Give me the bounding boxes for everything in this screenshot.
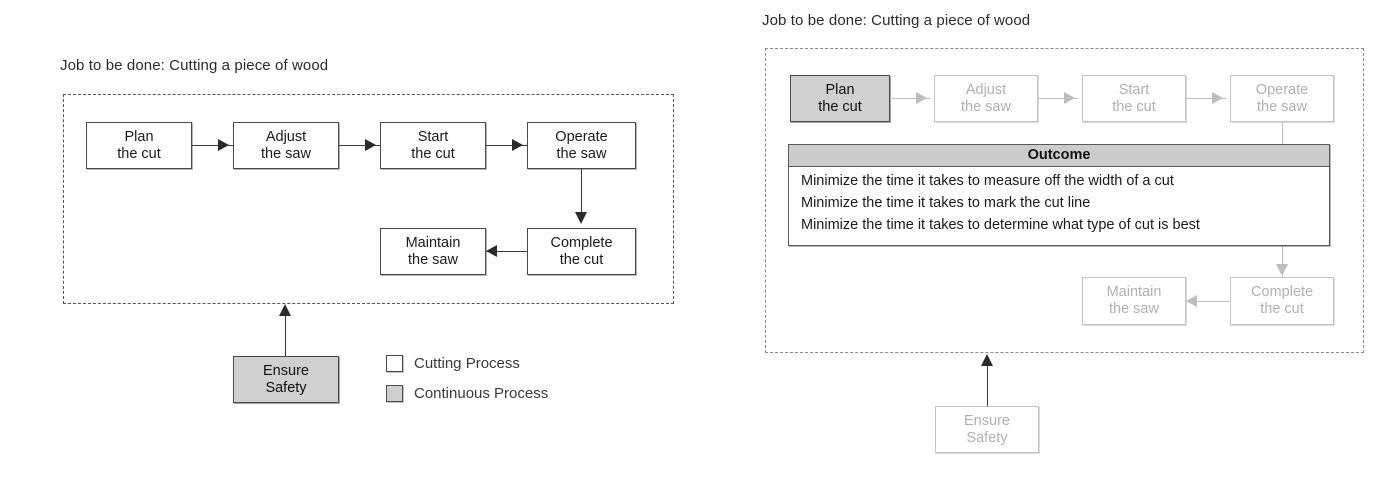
left-step-maintain-line1: Maintain: [405, 234, 461, 251]
left-continuous-safety[interactable]: Ensure Safety: [233, 356, 339, 403]
right-step-adjust-line1: Adjust: [965, 81, 1007, 98]
left-arrow-safety-icon: [279, 304, 291, 316]
left-step-complete[interactable]: Complete the cut: [527, 228, 636, 275]
right-step-operate-line1: Operate: [1255, 81, 1309, 98]
legend-label-continuous-process: Continuous Process: [414, 385, 549, 402]
left-process-boundary: [63, 94, 674, 304]
left-diagram-title: Job to be done: Cutting a piece of wood: [60, 57, 329, 74]
right-step-start-line2: the cut: [1112, 98, 1156, 115]
right-step-adjust[interactable]: Adjust the saw: [934, 75, 1038, 122]
right-step-maintain[interactable]: Maintain the saw: [1082, 277, 1186, 325]
legend-label-cutting-process: Cutting Process: [414, 355, 520, 372]
right-step-plan-line2: the cut: [818, 98, 862, 115]
right-connector-plan-adjust: [890, 98, 930, 99]
right-continuous-safety-line1: Ensure: [964, 412, 1010, 429]
left-connector-operate-complete: [581, 169, 582, 216]
outcome-body: Minimize the time it takes to measure of…: [789, 167, 1329, 240]
left-step-plan-line2: the cut: [117, 145, 161, 162]
left-step-maintain[interactable]: Maintain the saw: [380, 228, 486, 275]
right-arrow-complete-maintain-icon: [1186, 295, 1197, 307]
left-arrow-plan-adjust-icon: [218, 139, 229, 151]
left-step-adjust-line1: Adjust: [265, 128, 307, 145]
left-step-plan-line1: Plan: [124, 128, 154, 145]
right-step-complete-line2: the cut: [1260, 301, 1304, 317]
right-step-operate[interactable]: Operate the saw: [1230, 75, 1334, 122]
left-continuous-safety-line1: Ensure: [263, 362, 309, 379]
right-connector-safety: [987, 362, 988, 407]
right-step-plan[interactable]: Plan the cut: [790, 75, 890, 122]
right-step-adjust-line2: the saw: [961, 98, 1011, 115]
left-connector-complete-maintain: [486, 251, 527, 252]
left-step-operate-line2: the saw: [556, 145, 607, 162]
right-step-start[interactable]: Start the cut: [1082, 75, 1186, 122]
outcome-row: Minimize the time it takes to mark the c…: [801, 195, 1091, 211]
right-step-complete-line1: Complete: [1250, 284, 1314, 300]
outcome-header: Outcome: [789, 145, 1329, 167]
right-step-operate-line2: the saw: [1257, 98, 1307, 115]
right-arrow-operate-complete-icon: [1276, 264, 1288, 276]
right-connector-complete-maintain: [1186, 301, 1230, 302]
right-step-start-line1: Start: [1118, 81, 1150, 98]
outcome-row: Minimize the time it takes to determine …: [801, 217, 1200, 233]
left-connector-start-operate: [486, 145, 527, 146]
left-step-adjust[interactable]: Adjust the saw: [233, 122, 339, 169]
left-step-complete-line2: the cut: [559, 251, 604, 268]
left-connector-adjust-start: [339, 145, 380, 146]
left-step-start-line1: Start: [417, 128, 449, 145]
right-connector-start-operate: [1186, 98, 1226, 99]
left-arrow-complete-maintain-icon: [486, 245, 497, 257]
left-step-operate-line1: Operate: [555, 128, 608, 145]
right-arrow-start-operate-icon: [1212, 92, 1223, 104]
left-continuous-safety-line2: Safety: [265, 379, 307, 396]
legend-item-cutting-process: Cutting Process: [386, 355, 520, 372]
left-arrow-start-operate-icon: [512, 139, 523, 151]
right-step-maintain-line1: Maintain: [1106, 284, 1162, 300]
legend-item-continuous-process: Continuous Process: [386, 385, 548, 402]
right-step-maintain-line2: the saw: [1109, 301, 1159, 317]
left-connector-plan-adjust: [192, 145, 233, 146]
right-diagram-title: Job to be done: Cutting a piece of wood: [762, 12, 1031, 29]
right-arrow-adjust-start-icon: [1064, 92, 1075, 104]
left-step-maintain-line2: the saw: [408, 251, 458, 268]
right-arrow-plan-adjust-icon: [916, 92, 927, 104]
outcome-panel: Outcome Minimize the time it takes to me…: [788, 144, 1330, 246]
right-process-boundary: [765, 48, 1364, 353]
left-connector-safety: [285, 312, 286, 356]
left-step-start[interactable]: Start the cut: [380, 122, 486, 169]
left-step-operate[interactable]: Operate the saw: [527, 122, 636, 169]
right-continuous-safety[interactable]: Ensure Safety: [935, 406, 1039, 453]
legend-swatch-cutting-icon: [386, 355, 403, 372]
left-step-plan[interactable]: Plan the cut: [86, 122, 192, 169]
left-step-adjust-line2: the saw: [261, 145, 311, 162]
left-step-start-line2: the cut: [411, 145, 455, 162]
right-connector-adjust-start: [1038, 98, 1078, 99]
right-step-complete[interactable]: Complete the cut: [1230, 277, 1334, 325]
right-arrow-safety-icon: [981, 354, 993, 366]
outcome-row: Minimize the time it takes to measure of…: [801, 173, 1174, 189]
left-arrow-adjust-start-icon: [365, 139, 376, 151]
left-step-complete-line1: Complete: [550, 234, 613, 251]
left-arrow-operate-complete-icon: [575, 212, 587, 224]
right-continuous-safety-line2: Safety: [966, 429, 1008, 446]
right-step-plan-line1: Plan: [825, 81, 855, 98]
legend-swatch-continuous-icon: [386, 385, 403, 402]
